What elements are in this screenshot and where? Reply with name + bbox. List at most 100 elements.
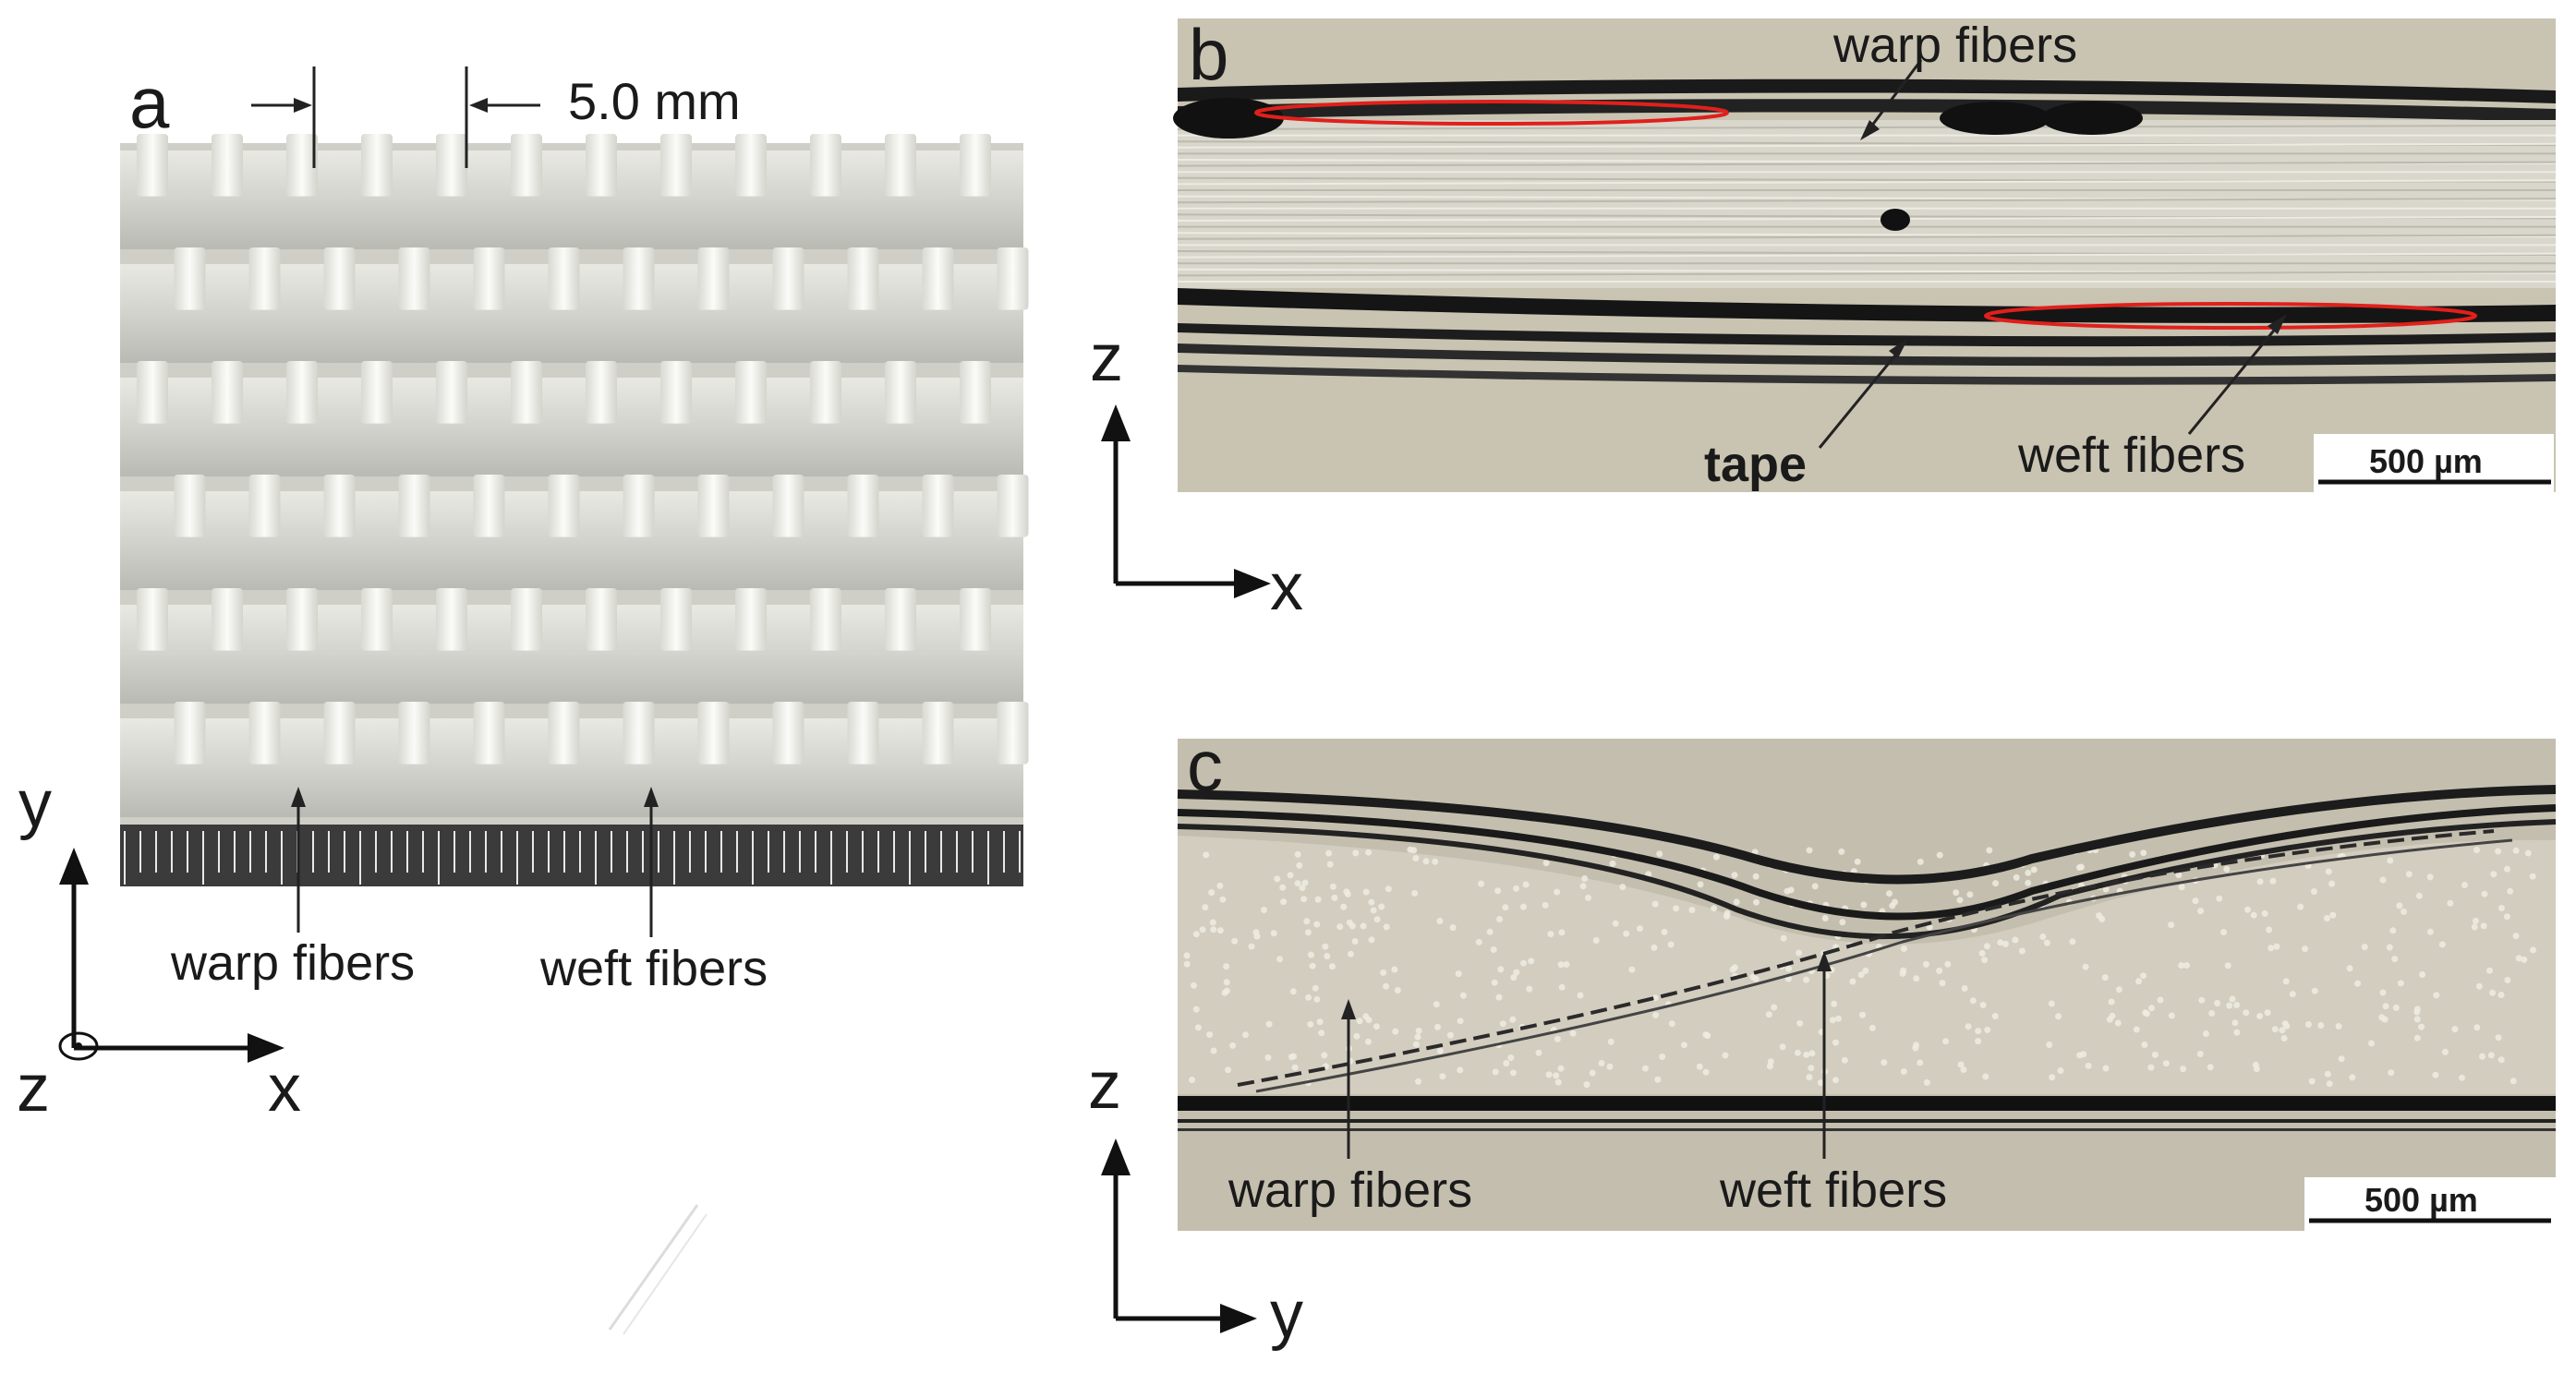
fiber-dot <box>2426 928 2434 935</box>
fiber-dot <box>2133 1026 2140 1033</box>
fiber-dot <box>1944 960 1952 968</box>
fiber-dot <box>2397 980 2404 987</box>
dimension-label: 5.0 mm <box>568 72 741 130</box>
fiber-dot <box>1975 1028 1982 1035</box>
fiber-dot <box>1612 920 1619 927</box>
fiber-dot <box>2413 1016 2421 1023</box>
fiber-dot <box>1457 1018 1464 1025</box>
fiber-dot <box>2459 1074 2465 1081</box>
fiber-dot <box>1348 950 1354 957</box>
fiber-dot <box>2069 938 2076 945</box>
fiber-streak <box>1177 142 2557 149</box>
fiber-dot <box>1380 969 1387 976</box>
weft-row <box>120 605 1023 704</box>
fiber-dot <box>2268 945 2275 952</box>
fiber-dot <box>2271 1026 2279 1033</box>
fiber-dot <box>1344 890 1351 897</box>
fiber-dot <box>1412 855 1420 861</box>
fiber-dot <box>1362 888 1370 896</box>
fiber-dot <box>2233 1029 2241 1036</box>
fiber-dot <box>2039 933 2047 940</box>
fiber-dot <box>1821 915 1829 921</box>
fiber-dot <box>2162 1060 2170 1067</box>
fiber-dot <box>2049 1074 2056 1081</box>
fiber-dot <box>1497 966 1505 973</box>
fiber-dot <box>1892 898 1898 906</box>
fiber-dot <box>1651 900 1659 908</box>
warp-float <box>174 247 206 310</box>
fiber-dot <box>1313 995 1321 1003</box>
fiber-dot <box>2229 995 2236 1003</box>
fiber-dot <box>1900 1068 1907 1075</box>
fiber-dot <box>2304 1021 2312 1028</box>
fiber-dot <box>1806 847 1813 854</box>
fiber-dot <box>1365 849 1373 856</box>
fiber-dot <box>2472 917 2479 924</box>
fiber-dot <box>1607 1038 1615 1045</box>
fiber-dot <box>2349 1074 2356 1081</box>
fiber-dot <box>1779 1043 1786 1051</box>
fiber-dot <box>1535 1049 1542 1056</box>
fiber-dot <box>2114 1019 2122 1027</box>
fiber-dot <box>1900 945 1907 952</box>
warp-float <box>248 247 281 310</box>
fiber-dot <box>1619 884 1627 891</box>
fiber-dot <box>1811 883 1819 890</box>
fiber-dot <box>2325 868 2332 875</box>
fiber-dot <box>2250 911 2257 919</box>
panel-a-axis-x: x <box>268 1052 301 1126</box>
fiber-dot <box>1370 907 1377 914</box>
warp-float <box>623 702 655 765</box>
warp-float <box>922 702 954 765</box>
fiber-dot <box>2025 869 2032 876</box>
fiber-dot <box>1857 971 1865 979</box>
warp-float <box>623 247 655 310</box>
warp-float <box>548 475 580 537</box>
fiber-dot <box>1274 875 1281 883</box>
warp-float <box>885 588 916 651</box>
fiber-dot <box>1992 880 2000 887</box>
fiber-dot <box>1697 881 1704 888</box>
fiber-dot <box>1577 992 1584 999</box>
fiber-dot <box>2076 1052 2084 1059</box>
fiber-dot <box>2512 933 2520 940</box>
fiber-dot <box>1303 918 1311 925</box>
fiber-dot <box>2108 998 2115 1006</box>
fiber-dot <box>1997 939 2004 946</box>
fiber-dot <box>2178 884 2185 891</box>
fiber-dot <box>2515 955 2522 962</box>
fiber-dot <box>2379 876 2387 884</box>
fiber-dot <box>1623 930 1630 937</box>
panel-b-weft-label: weft fibers <box>2018 428 2246 483</box>
fiber-dot <box>1983 943 1990 950</box>
warp-float <box>660 361 692 424</box>
panel-b-axis-z: z <box>1090 321 1123 395</box>
fiber-dot <box>1325 849 1333 857</box>
fiber-dot <box>1780 934 1787 942</box>
fiber-dot <box>1785 965 1792 972</box>
fiber-dot <box>2361 944 2368 951</box>
fiber-dot <box>1264 1054 1272 1061</box>
fiber-dot <box>1356 1018 1363 1025</box>
fiber-dot <box>2048 1000 2055 1007</box>
warp-float <box>660 588 692 651</box>
warp-float <box>586 361 617 424</box>
fiber-dot <box>2308 1078 2316 1085</box>
fiber-dot <box>1322 943 1329 950</box>
fiber-dot <box>2317 1022 2325 1029</box>
fiber-dot <box>2018 947 2026 955</box>
fiber-dot <box>2328 880 2336 887</box>
fiber-dot <box>1433 1001 1440 1008</box>
fiber-dot <box>1528 957 1535 965</box>
warp-float <box>398 247 430 310</box>
warp-float <box>248 702 281 765</box>
fiber-dot <box>1723 909 1731 917</box>
fiber-dot <box>1808 1065 1815 1072</box>
fiber-dot <box>2480 922 2487 930</box>
fiber-dot <box>1415 1027 1422 1034</box>
fiber-dot <box>2415 892 2423 899</box>
